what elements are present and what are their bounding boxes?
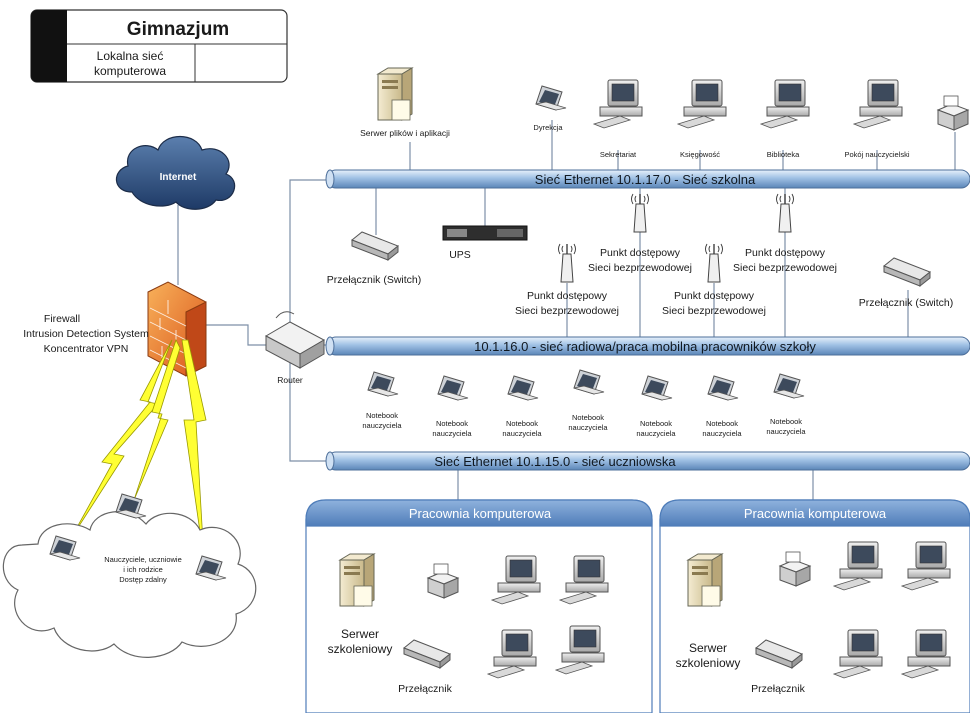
notebook-2-line2: nauczyciela [432,429,472,438]
firewall-line1: Firewall [44,313,80,325]
lab-right-server-line2: szkoleniowy [676,656,741,670]
sekretariat-label: Sekretariat [600,150,637,159]
remote-line2: i ich rodzice [123,565,163,574]
bus-students: Sieć Ethernet 10.1.15.0 - sieć uczniowsk… [325,451,970,471]
subtitle-line1: Lokalna sieć [97,49,164,63]
biblioteka-label: Biblioteka [767,150,800,159]
ap3-line1: Punkt dostępowy [674,290,755,302]
notebook-4-line2: nauczyciela [568,423,608,432]
ap1-line2: Sieci bezprzewodowej [515,305,619,317]
lab-right-title: Pracownia komputerowa [744,506,887,521]
dyrekcja-label: Dyrekcja [533,123,563,132]
notebook-1-line2: nauczyciela [362,421,402,430]
notebook-6-line1: Notebook [706,419,738,428]
notebook-5-line1: Notebook [640,419,672,428]
dyrekcja-laptop: Dyrekcja [533,85,567,132]
notebook-4: Notebook nauczyciela [568,369,608,432]
router-label: Router [277,375,303,385]
notebook-5-line2: nauczyciela [636,429,676,438]
bus-school: Sieć Ethernet 10.1.17.0 - Sieć szkolna [325,169,970,189]
lab-left: Pracownia komputerowa Serwer szkoleniowy… [305,499,653,713]
notebook-4-line1: Notebook [572,413,604,422]
ksiegowosc-pc: Księgowość [677,79,727,159]
file-server-label: Serwer plików i aplikacji [360,128,450,138]
lightning-bolts [69,338,207,561]
access-point-3: Punkt dostępowy Sieci bezprzewodowej [662,243,766,317]
sekretariat-pc: Sekretariat [593,79,643,159]
notebook-2-line1: Notebook [436,419,468,428]
switch-right: Przełącznik (Switch) [859,257,954,309]
pokoj-pc: Pokój nauczycielski [844,79,910,159]
notebook-3-line1: Notebook [506,419,538,428]
lab-left-title: Pracownia komputerowa [409,506,552,521]
remote-access-cloud: Nauczyciele, uczniowie i ich rodzice Dos… [2,511,257,658]
file-server: Serwer plików i aplikacji [360,67,450,138]
bus-radio-label: 10.1.16.0 - sieć radiowa/praca mobilna p… [474,339,816,354]
switch-left: Przełącznik (Switch) [327,231,422,286]
ap2-line1: Punkt dostępowy [600,247,681,259]
firewall-icon [147,281,207,377]
lab-right-server-line1: Serwer [689,641,727,655]
ap2-line2: Sieci bezprzewodowej [588,262,692,274]
access-point-4: Punkt dostępowy Sieci bezprzewodowej [733,193,837,274]
notebook-7-line2: nauczyciela [766,427,806,436]
lab-left-server [339,553,375,607]
notebook-2: Notebook nauczyciela [432,375,472,438]
switch-right-label: Przełącznik (Switch) [859,297,954,309]
remote-line3: Dostęp zdalny [119,575,167,584]
ap4-line1: Punkt dostępowy [745,247,826,259]
lab-right-server [687,553,723,607]
top-printer [937,95,969,131]
ksiegowosc-label: Księgowość [680,150,720,159]
notebook-3-line2: nauczyciela [502,429,542,438]
ap4-line2: Sieci bezprzewodowej [733,262,837,274]
notebook-7: Notebook nauczyciela [766,373,806,436]
ap3-line2: Sieci bezprzewodowej [662,305,766,317]
switch-left-label: Przełącznik (Switch) [327,274,422,286]
connector-lines [177,120,956,500]
remote-line1: Nauczyciele, uczniowie [104,555,182,564]
lab-right-switch-label: Przełącznik [751,683,805,695]
bus-school-label: Sieć Ethernet 10.1.17.0 - Sieć szkolna [535,172,756,187]
lab-left-switch-label: Przełącznik [398,683,452,695]
firewall-line3: Koncentrator VPN [44,343,129,355]
lab-left-server-line1: Serwer [341,627,379,641]
notebook-6: Notebook nauczyciela [702,375,742,438]
lab-right: Pracownia komputerowa Serwer szkoleniowy… [659,499,970,713]
firewall-line2: Intrusion Detection System [23,328,149,340]
notebook-1-line1: Notebook [366,411,398,420]
ups-label: UPS [449,249,471,261]
title-block: Gimnazjum Lokalna sieć komputerowa [30,9,288,83]
bus-radio: 10.1.16.0 - sieć radiowa/praca mobilna p… [325,336,970,356]
access-point-2: Punkt dostępowy Sieci bezprzewodowej [588,193,692,274]
notebook-6-line2: nauczyciela [702,429,742,438]
ap1-line1: Punkt dostępowy [527,290,608,302]
notebook-1: Notebook nauczyciela [362,371,402,430]
lab-left-server-line2: szkoleniowy [328,642,393,656]
subtitle-line2: komputerowa [94,64,166,78]
firewall-label: Firewall Intrusion Detection System Konc… [23,313,149,355]
internet-label: Internet [160,172,197,183]
notebook-5: Notebook nauczyciela [636,375,676,438]
title-text: Gimnazjum [127,19,229,40]
bus-students-label: Sieć Ethernet 10.1.15.0 - sieć uczniowsk… [434,454,676,469]
ups-device: UPS [442,225,528,261]
access-point-1: Punkt dostępowy Sieci bezprzewodowej [515,243,619,317]
biblioteka-pc: Biblioteka [760,79,810,159]
internet-cloud: Internet [115,136,236,210]
router-icon: Router [264,311,326,385]
notebook-3: Notebook nauczyciela [502,375,542,438]
notebook-7-line1: Notebook [770,417,802,426]
pokoj-label: Pokój nauczycielski [844,150,909,159]
